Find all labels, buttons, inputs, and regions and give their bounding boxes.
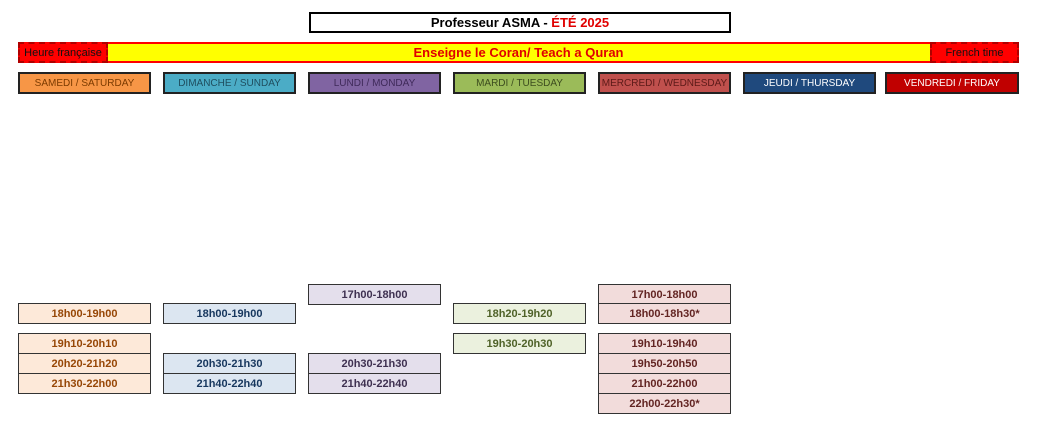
- time-slot: 20h30-21h30: [163, 353, 296, 374]
- time-slot: 21h00-22h00: [598, 373, 731, 394]
- title-season: ÉTÉ 2025: [551, 15, 610, 30]
- right-timezone-tag: French time: [930, 42, 1019, 63]
- time-slot: 18h00-19h00: [18, 303, 151, 324]
- time-slot: 18h00-19h00: [163, 303, 296, 324]
- day-header-5: MERCREDI / WEDNESDAY: [598, 72, 731, 94]
- time-slot: 18h00-18h30*: [598, 303, 731, 324]
- day-header-7: VENDREDI / FRIDAY: [885, 72, 1019, 94]
- time-slot: 18h20-19h20: [453, 303, 586, 324]
- time-slot: 19h10-19h40: [598, 333, 731, 354]
- time-slot: 22h00-22h30*: [598, 393, 731, 414]
- day-header-3: LUNDI / MONDAY: [308, 72, 441, 94]
- time-slot: 19h50-20h50: [598, 353, 731, 374]
- schedule-title: Professeur ASMA - ÉTÉ 2025: [309, 12, 731, 33]
- time-slot: 21h30-22h00: [18, 373, 151, 394]
- day-header-1: SAMEDI / SATURDAY: [18, 72, 151, 94]
- time-slot: 20h30-21h30: [308, 353, 441, 374]
- day-header-6: JEUDI / THURSDAY: [743, 72, 876, 94]
- time-slot: 17h00-18h00: [308, 284, 441, 305]
- time-slot: 17h00-18h00: [598, 284, 731, 305]
- banner-text: Enseigne le Coran/ Teach a Quran: [413, 45, 624, 60]
- day-header-2: DIMANCHE / SUNDAY: [163, 72, 296, 94]
- subject-banner: Enseigne le Coran/ Teach a Quran: [18, 42, 1019, 63]
- time-slot: 21h40-22h40: [163, 373, 296, 394]
- time-slot: 19h10-20h10: [18, 333, 151, 354]
- left-timezone-tag: Heure française: [18, 42, 108, 63]
- time-slot: 21h40-22h40: [308, 373, 441, 394]
- title-prefix: Professeur ASMA -: [430, 15, 548, 30]
- time-slot: 19h30-20h30: [453, 333, 586, 354]
- time-slot: 20h20-21h20: [18, 353, 151, 374]
- day-header-4: MARDI / TUESDAY: [453, 72, 586, 94]
